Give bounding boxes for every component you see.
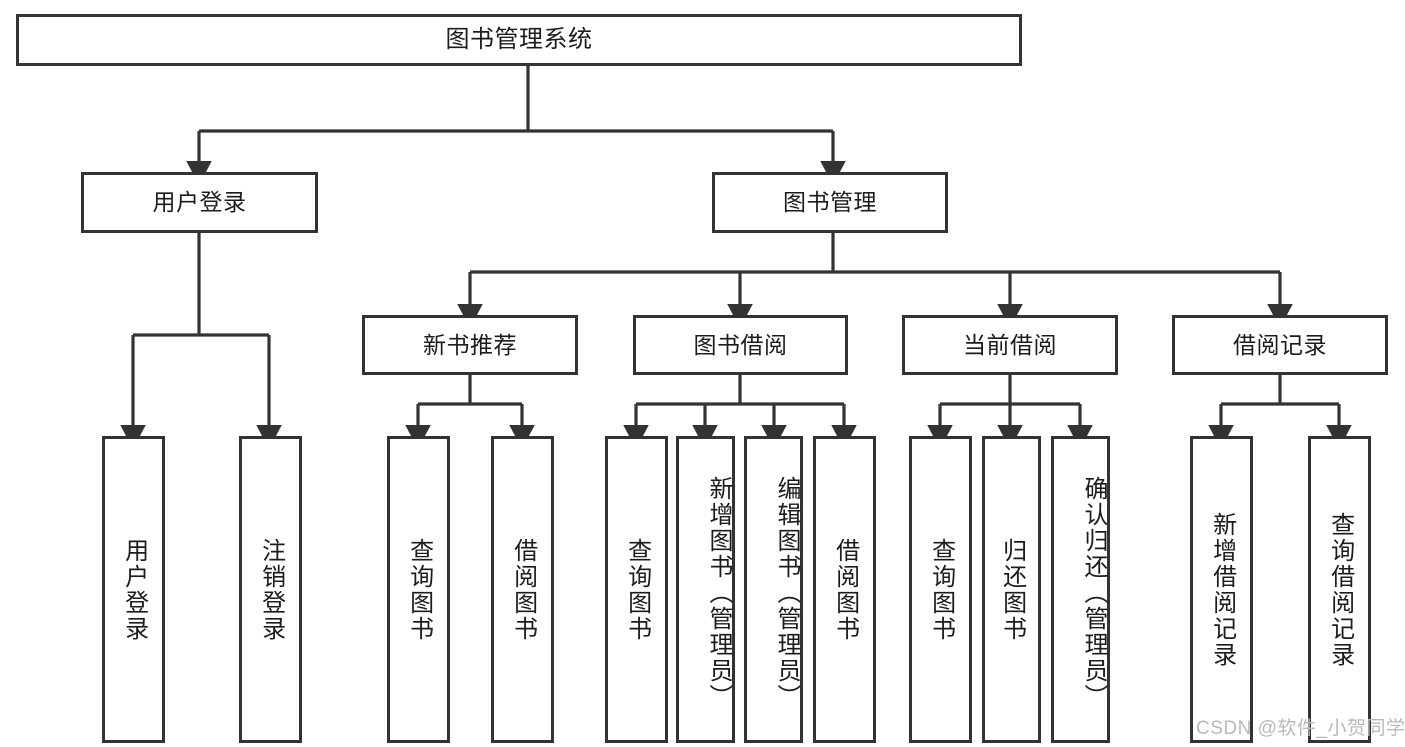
node-book-manage[interactable]: 图书管理 xyxy=(712,172,948,233)
node-leaf-return-book-label: 归还图书 xyxy=(998,537,1026,642)
node-leaf-confirm-return[interactable]: 确认归还（管理员） xyxy=(1051,436,1110,743)
node-borrow-record[interactable]: 借阅记录 xyxy=(1172,315,1388,375)
node-root[interactable]: 图书管理系统 xyxy=(16,14,1022,66)
node-book-borrow-label: 图书借阅 xyxy=(693,331,788,358)
node-leaf-user-login[interactable]: 用户登录 xyxy=(102,436,165,743)
node-leaf-edit-book[interactable]: 编辑图书（管理员） xyxy=(744,436,803,743)
node-new-book-recommend[interactable]: 新书推荐 xyxy=(362,315,578,375)
node-leaf-confirm-return-label: 确认归还（管理员） xyxy=(1080,475,1107,710)
node-leaf-add-book-label: 新增图书（管理员） xyxy=(705,475,732,710)
node-leaf-query-book-1-label: 查询图书 xyxy=(405,537,433,642)
node-root-label: 图书管理系统 xyxy=(445,26,593,54)
node-leaf-query-record-label: 查询借阅记录 xyxy=(1326,511,1354,668)
node-user-login[interactable]: 用户登录 xyxy=(81,172,318,233)
node-current-borrow-label: 当前借阅 xyxy=(963,331,1057,358)
node-leaf-query-book-1[interactable]: 查询图书 xyxy=(387,436,450,743)
node-leaf-query-book-2-label: 查询图书 xyxy=(623,537,651,642)
node-current-borrow[interactable]: 当前借阅 xyxy=(902,315,1118,375)
node-book-borrow[interactable]: 图书借阅 xyxy=(633,315,848,375)
node-leaf-borrow-book-1-label: 借阅图书 xyxy=(509,537,537,642)
node-leaf-query-book-3[interactable]: 查询图书 xyxy=(909,436,972,743)
node-leaf-add-book[interactable]: 新增图书（管理员） xyxy=(676,436,735,743)
node-leaf-return-book[interactable]: 归还图书 xyxy=(982,436,1041,743)
node-leaf-add-record-label: 新增借阅记录 xyxy=(1208,511,1236,668)
node-leaf-logout-login-label: 注销登录 xyxy=(257,537,285,642)
node-leaf-borrow-book-1[interactable]: 借阅图书 xyxy=(491,436,554,743)
node-leaf-logout-login[interactable]: 注销登录 xyxy=(239,436,302,743)
node-leaf-query-book-3-label: 查询图书 xyxy=(927,537,955,642)
node-borrow-record-label: 借阅记录 xyxy=(1233,331,1327,358)
node-leaf-borrow-book-2-label: 借阅图书 xyxy=(831,537,859,642)
node-user-login-label: 用户登录 xyxy=(152,189,247,216)
node-leaf-query-book-2[interactable]: 查询图书 xyxy=(605,436,668,743)
node-leaf-user-login-label: 用户登录 xyxy=(120,537,148,642)
node-leaf-edit-book-label: 编辑图书（管理员） xyxy=(773,475,800,710)
watermark: CSDN @软件_小贺同学 xyxy=(1196,718,1405,739)
node-leaf-borrow-book-2[interactable]: 借阅图书 xyxy=(813,436,876,743)
node-leaf-add-record[interactable]: 新增借阅记录 xyxy=(1190,436,1253,743)
node-leaf-query-record[interactable]: 查询借阅记录 xyxy=(1308,436,1371,743)
node-book-manage-label: 图书管理 xyxy=(783,189,877,216)
node-new-book-recommend-label: 新书推荐 xyxy=(423,331,517,358)
